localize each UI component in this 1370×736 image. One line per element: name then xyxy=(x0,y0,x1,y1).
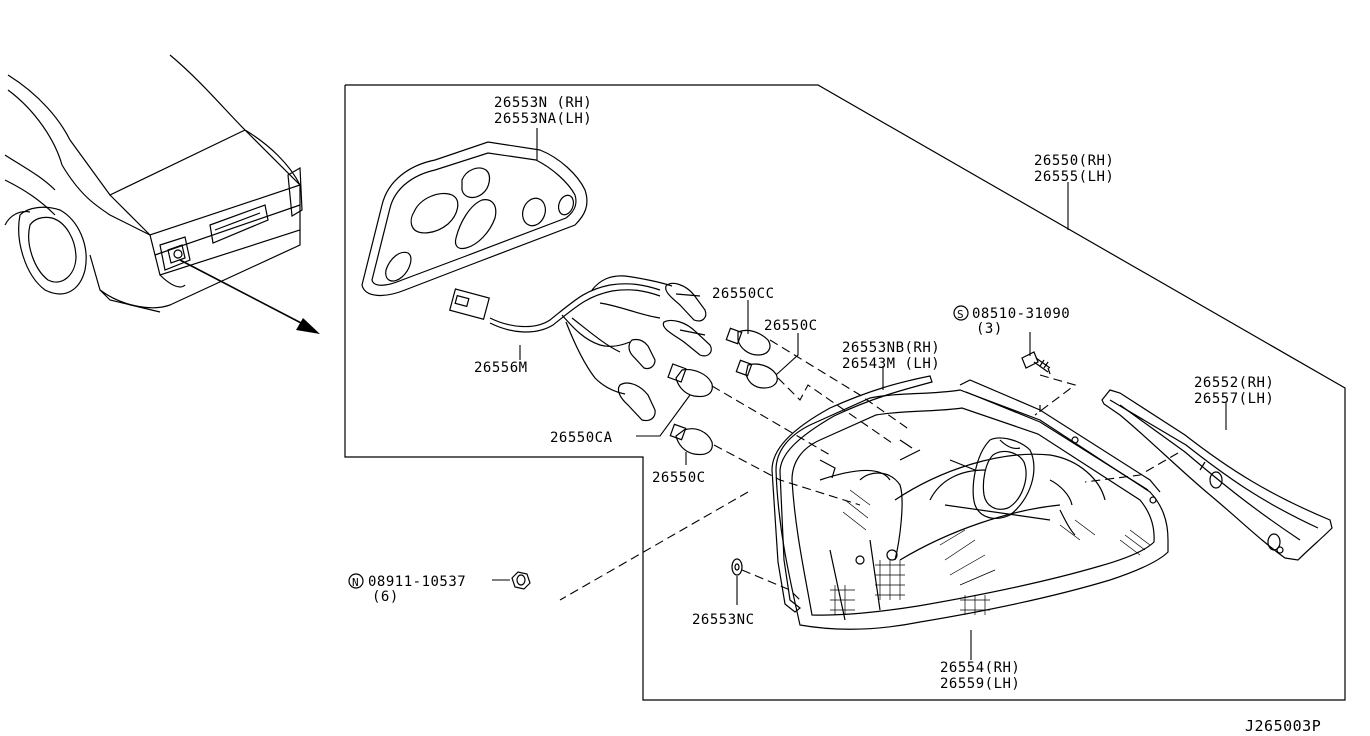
wire-harness xyxy=(448,275,712,422)
label-26550: 26550(RH) xyxy=(1034,153,1114,169)
label-26553n: 26553N (RH) xyxy=(494,95,592,111)
side-finisher xyxy=(1101,389,1333,561)
bulb-26550ca xyxy=(667,363,713,398)
bulb-26550c-top xyxy=(735,359,778,389)
screw-bolt xyxy=(1021,351,1051,375)
bolt-symbol-circle xyxy=(953,305,969,321)
label-nut-code: 08911-10537 xyxy=(368,574,466,590)
label-26553na: 26553NA(LH) xyxy=(494,111,592,127)
label-26556m: 26556M xyxy=(474,360,528,376)
label-26554: 26554(RH) xyxy=(940,660,1020,676)
car-rear-illustration xyxy=(4,54,303,313)
label-26543m: 26543M (LH) xyxy=(842,356,940,372)
label-26559: 26559(LH) xyxy=(940,676,1020,692)
seal-strip xyxy=(771,375,933,613)
label-26553nb: 26553NB(RH) xyxy=(842,340,940,356)
label-bolt-qty: (3) xyxy=(976,321,1003,337)
leader-26550c-top xyxy=(775,333,799,376)
lamp-housing xyxy=(775,379,1169,630)
label-26550cc: 26550CC xyxy=(712,286,775,302)
label-bolt-code: 08510-31090 xyxy=(972,306,1070,322)
label-26553nc: 26553NC xyxy=(692,612,755,628)
label-26555: 26555(LH) xyxy=(1034,169,1114,185)
bulb-26550cc xyxy=(725,327,771,356)
leader-26550ca xyxy=(636,394,691,437)
bolt-symbol: S xyxy=(957,308,964,321)
bulb-26550c-bottom xyxy=(669,423,713,456)
clip-26553nc xyxy=(731,558,743,576)
diagram-code: J265003P xyxy=(1245,717,1321,735)
nut xyxy=(511,571,531,590)
nut-symbol-circle xyxy=(348,573,364,589)
nut-symbol: N xyxy=(352,576,359,589)
lamp-gasket xyxy=(361,141,588,296)
label-nut-qty: (6) xyxy=(372,589,399,605)
label-26552: 26552(RH) xyxy=(1194,375,1274,391)
label-26557: 26557(LH) xyxy=(1194,391,1274,407)
label-26550c-top: 26550C xyxy=(764,318,818,334)
parts-frame xyxy=(344,84,1346,701)
direction-arrow xyxy=(179,259,320,334)
label-26550c-bottom: 26550C xyxy=(652,470,706,486)
label-26550ca: 26550CA xyxy=(550,430,613,446)
